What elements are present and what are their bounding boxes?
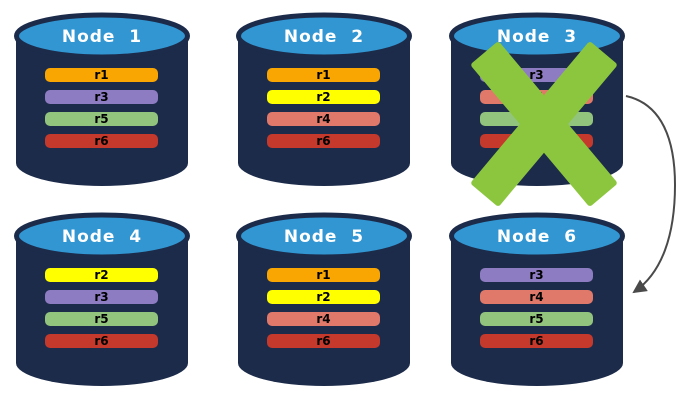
replica-bar: r2 <box>267 90 380 104</box>
replica-bar: r5 <box>480 312 593 326</box>
node-1: Node 1 r1 r3 r5 r6 <box>13 12 191 190</box>
replica-bar: r1 <box>267 268 380 282</box>
replica-bar: r4 <box>267 112 380 126</box>
replica-list: r1 r3 r5 r6 <box>45 68 158 156</box>
replica-bar: r2 <box>45 268 158 282</box>
replica-bar: r2 <box>267 290 380 304</box>
node-title: Node 3 <box>496 27 578 47</box>
cylinder-top <box>236 12 412 60</box>
replica-list: r1 r2 r4 r6 <box>267 268 380 356</box>
replica-bar: r3 <box>45 90 158 104</box>
cylinder-top <box>14 12 190 60</box>
cylinder-top <box>449 212 625 260</box>
replica-bar: r1 <box>267 68 380 82</box>
node-title: Node 1 <box>61 27 143 47</box>
failover-arrow-path <box>625 95 676 294</box>
replica-list: r3 r4 r5 r6 <box>480 268 593 356</box>
replica-bar: r3 <box>45 290 158 304</box>
node-title: Node 6 <box>496 227 578 247</box>
replica-bar: r6 <box>480 334 593 348</box>
replica-bar: r5 <box>45 312 158 326</box>
replica-bar: r3 <box>480 268 593 282</box>
node-6: Node 6 r3 r4 r5 r6 <box>448 212 626 390</box>
cylinder-top <box>236 212 412 260</box>
replica-bar: r5 <box>45 112 158 126</box>
replica-bar: r6 <box>267 134 380 148</box>
node-4: Node 4 r2 r3 r5 r6 <box>13 212 191 390</box>
cylinder-top <box>14 212 190 260</box>
node-title: Node 2 <box>283 27 365 47</box>
replica-bar: r4 <box>480 290 593 304</box>
replica-list: r2 r3 r5 r6 <box>45 268 158 356</box>
replica-bar: r6 <box>45 334 158 348</box>
node-title: Node 4 <box>61 227 143 247</box>
failed-x-icon <box>469 40 618 208</box>
replica-list: r1 r2 r4 r6 <box>267 68 380 156</box>
node-2: Node 2 r1 r2 r4 r6 <box>235 12 413 190</box>
replica-bar: r6 <box>45 134 158 148</box>
replica-bar: r6 <box>267 334 380 348</box>
replica-bar: r1 <box>45 68 158 82</box>
replica-bar: r4 <box>267 312 380 326</box>
node-5: Node 5 r1 r2 r4 r6 <box>235 212 413 390</box>
node-title: Node 5 <box>283 227 365 247</box>
